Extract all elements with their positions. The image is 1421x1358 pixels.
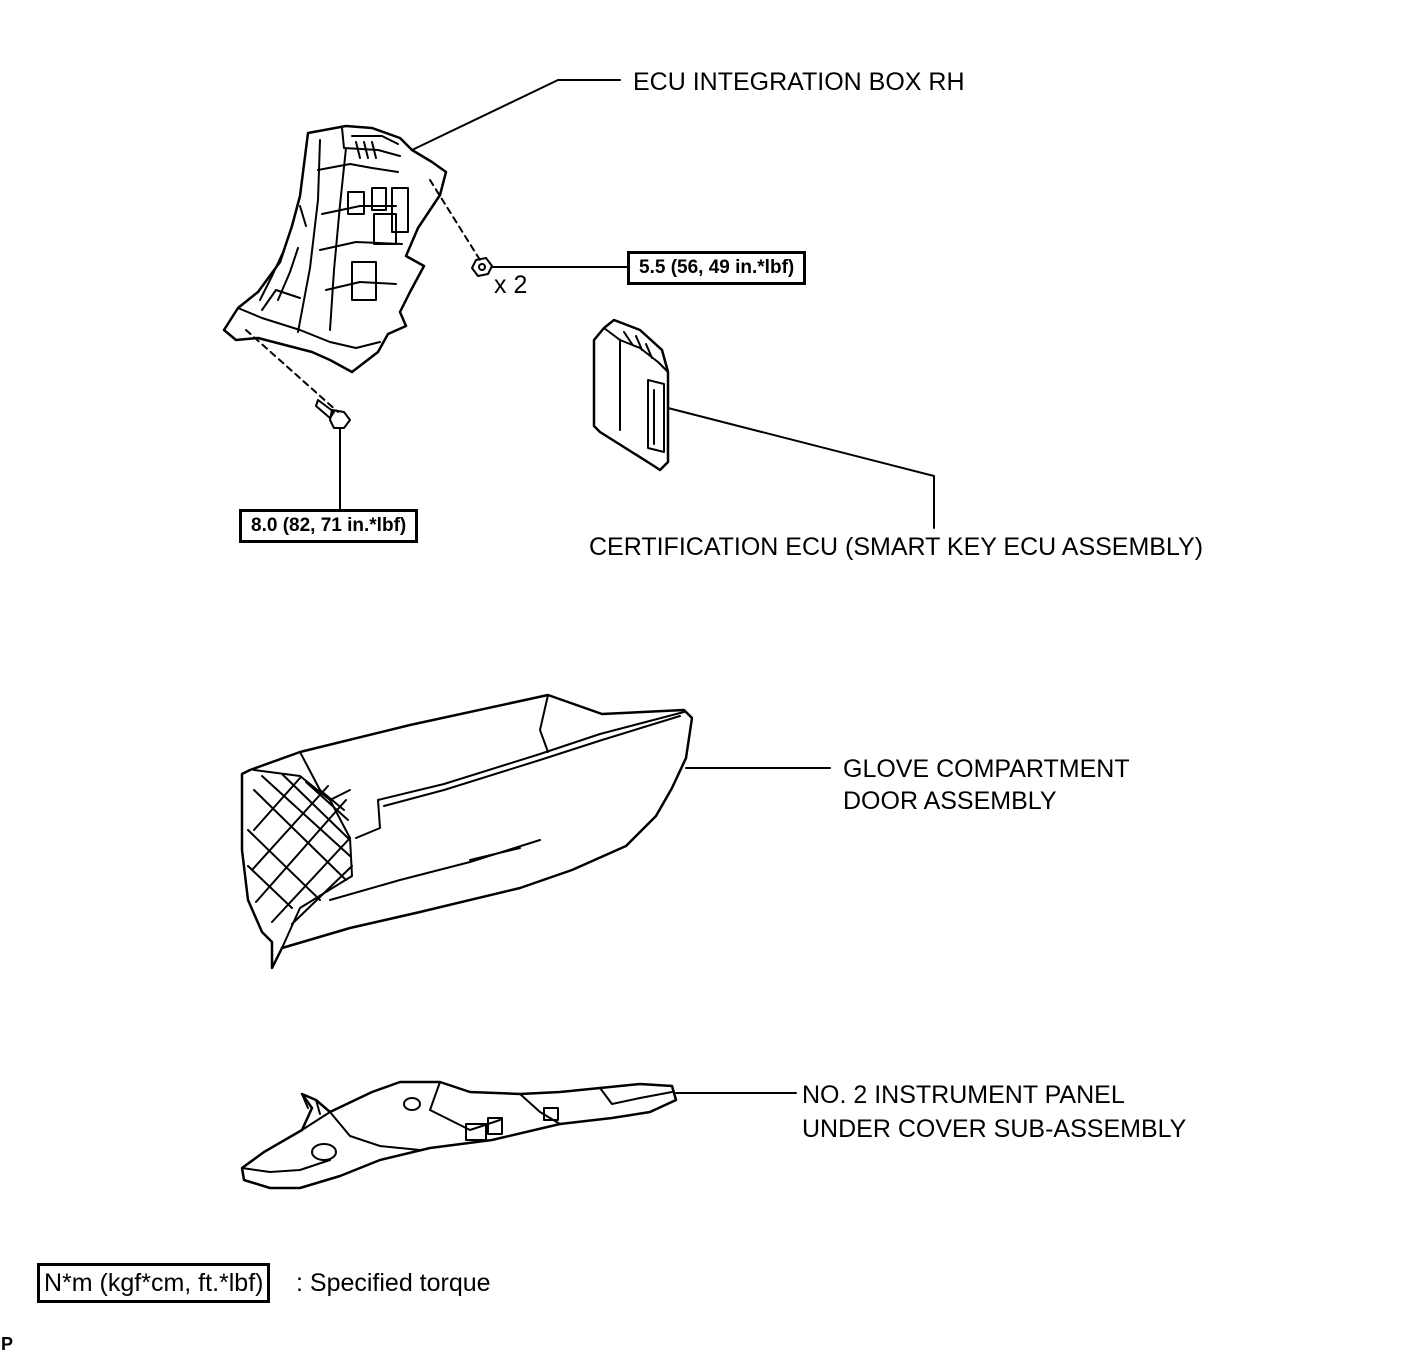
corner-mark: P [1, 1334, 14, 1354]
quantity-label: x 2 [494, 271, 528, 299]
ecu-integration-box-drawing [222, 124, 448, 374]
bolt-dashed-line [245, 329, 339, 413]
under-cover-label-line1: NO. 2 INSTRUMENT PANEL [802, 1081, 1125, 1109]
certification-ecu-label: CERTIFICATION ECU (SMART KEY ECU ASSEMBL… [589, 533, 1204, 561]
bolt-icon [315, 399, 351, 429]
under-cover-drawing [240, 1080, 678, 1190]
ecu-integration-box-label: ECU INTEGRATION BOX RH [633, 68, 965, 96]
glove-compartment-drawing [240, 693, 694, 970]
ecu-box-leader [411, 79, 621, 151]
torque-unit-legend-box: N*m (kgf*cm, ft.*lbf) [37, 1263, 271, 1303]
torque-legend-text: : Specified torque [296, 1269, 491, 1297]
nut-icon [471, 257, 493, 277]
certification-ecu-leader [667, 407, 935, 529]
glove-compartment-label-line2: DOOR ASSEMBLY [843, 787, 1057, 815]
nut-dashed-line [429, 179, 481, 261]
certification-ecu-drawing [592, 318, 670, 472]
under-cover-label-line2: UNDER COVER SUB-ASSEMBLY [802, 1115, 1187, 1143]
nut-torque-box: 5.5 (56, 49 in.*lbf) [627, 251, 807, 285]
glove-compartment-label-line1: GLOVE COMPARTMENT [843, 755, 1130, 783]
bolt-torque-box: 8.0 (82, 71 in.*lbf) [239, 509, 419, 543]
